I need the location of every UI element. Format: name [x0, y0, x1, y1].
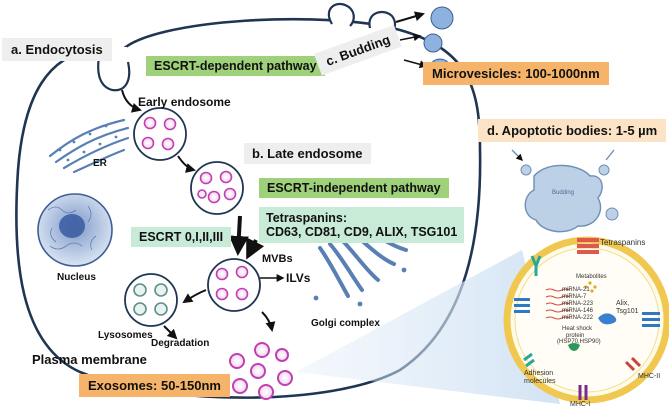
- late-endosome-label: b. Late endosome: [244, 143, 371, 164]
- early-endosome: [133, 107, 187, 161]
- detail-hsp-1: Heat shock: [562, 326, 593, 332]
- detail-alix-2: Tsg101: [616, 308, 639, 315]
- lysosome-vesicles: [133, 283, 168, 316]
- tetraspanins-list: CD63, CD81, CD9, ALIX, TSG101: [266, 225, 458, 239]
- apoptotic-body: [511, 149, 619, 233]
- detail-hsp-2: protein: [566, 333, 585, 339]
- mvb: [207, 258, 261, 312]
- microvesicles-label: Microvesicles: 100-1000nm: [423, 62, 609, 85]
- tetraspanins-box: Tetraspanins: CD63, CD81, CD9, ALIX, TSG…: [259, 207, 465, 243]
- arrow-to-degradation: [163, 325, 178, 340]
- degradation-label: Degradation: [151, 338, 210, 349]
- er-label: ER: [93, 158, 107, 169]
- detail-mhc1-label: MHC-I: [570, 401, 591, 408]
- hsp-protein-icon: [568, 343, 580, 351]
- mhc1-icon: [578, 385, 588, 400]
- detail-hsp-3: (HSP70,HSP90): [557, 339, 601, 345]
- arrow-to-early: [121, 89, 142, 113]
- escrt-dependent-label: ESCRT-dependent pathway: [146, 56, 325, 76]
- zoom-beam: [296, 250, 560, 404]
- detail-metabolites-label: Metabolites: [576, 274, 607, 280]
- microvesicle: [430, 6, 454, 30]
- arrow-to-mvb-2: [246, 237, 265, 260]
- apoptotic-label: d. Apoptotic bodies: 1-5 µm: [478, 119, 667, 142]
- endocytosis-invagination: [97, 51, 131, 92]
- nucleolus: [59, 214, 85, 238]
- detail-adhesion-1: Adhesion: [524, 370, 554, 377]
- detail-tetraspanins-label: Tetraspanins: [600, 238, 646, 247]
- metabolites-icon: [584, 281, 597, 293]
- detail-adhesion-2: molecules: [524, 378, 556, 385]
- receptor-right-icon: [642, 312, 660, 327]
- lysosomes-label: Lysosomes: [98, 330, 153, 341]
- arrow-to-exosome: [261, 311, 276, 332]
- arrow-to-lysosome: [182, 289, 207, 304]
- arrow-budding-3: [399, 33, 422, 42]
- endocytosis-label: a. Endocytosis: [2, 38, 112, 61]
- detail-mirna-5: miRNA-222: [562, 315, 594, 321]
- receptor-left-icon: [514, 298, 530, 313]
- adhesion-receptor-icon: [530, 255, 542, 276]
- alix-protein-icon: [598, 313, 617, 325]
- mhc2-icon: [624, 356, 642, 372]
- early-endosome-label: Early endosome: [138, 95, 231, 109]
- tetraspanin-protein-icon: [577, 238, 599, 254]
- chromatin: [47, 205, 97, 251]
- late-endosome: [190, 161, 244, 215]
- plasma-membrane-label: Plasma membrane: [32, 352, 147, 367]
- adhesion-bottom-icon: [523, 352, 535, 368]
- budding-tiny-label: Budding: [552, 190, 575, 196]
- detail-mirna-2: miRNA-7: [562, 294, 587, 300]
- arrow-to-mvb-1: [228, 215, 249, 256]
- golgi-label: Golgi complex: [311, 318, 380, 329]
- mvb-ilvs: [215, 265, 249, 301]
- mvbs-label: MVBs: [262, 253, 293, 265]
- early-endosome-ilvs: [141, 116, 177, 151]
- detail-alix-1: Alix,: [616, 300, 630, 307]
- ilvs-label: ILVs: [286, 271, 311, 285]
- budding-protrusion: [327, 2, 355, 27]
- detail-mhc2-label: MHC-II: [638, 373, 661, 380]
- mirna-strands-icon: [545, 288, 571, 320]
- detail-mirna-3: miRNA-223: [562, 301, 594, 307]
- er-organelle: [48, 118, 130, 174]
- detail-mirna-4: miRNA-146: [562, 308, 594, 314]
- er-ribosomes: [58, 124, 118, 162]
- exosomes-label: Exosomes: 50-150nm: [79, 374, 230, 397]
- secreted-exosomes: [229, 342, 293, 400]
- tetraspanins-title: Tetraspanins:: [266, 211, 348, 225]
- arrow-budding-2: [403, 59, 428, 69]
- late-endosome-ilvs: [197, 170, 237, 204]
- nucleus-label: Nucleus: [57, 272, 96, 283]
- lysosome: [124, 273, 178, 327]
- escrt-complex-label: ESCRT 0,I,II,III: [131, 227, 232, 247]
- escrt-independent-label: ESCRT-independent pathway: [259, 178, 449, 198]
- detail-mirna-1: miRNA-21: [562, 287, 590, 293]
- microvesicle: [423, 33, 443, 53]
- arrow-budding-1: [395, 11, 425, 23]
- arrow-to-late: [177, 155, 196, 173]
